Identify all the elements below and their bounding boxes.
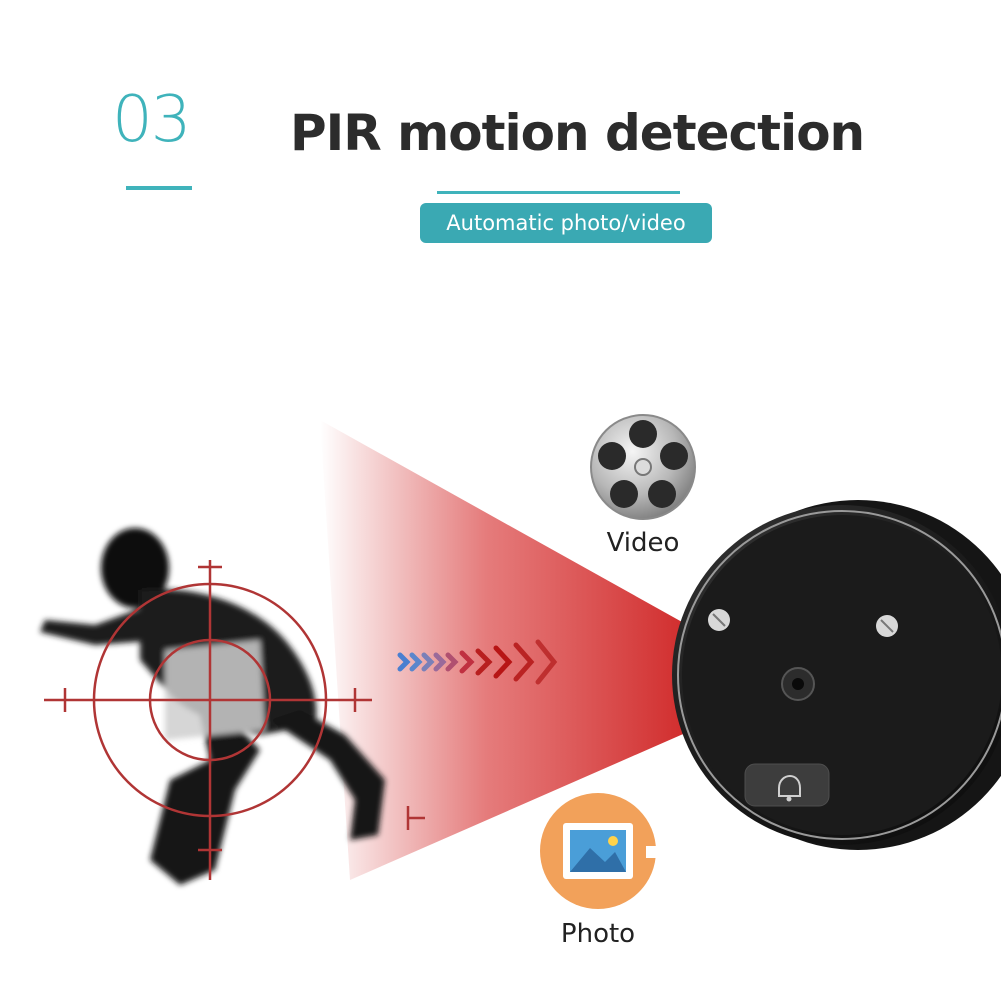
- pir-beam: [320, 420, 795, 880]
- title-underline: [437, 191, 680, 194]
- intruder-silhouette-icon: [40, 528, 385, 885]
- photo-label: Photo: [560, 919, 636, 949]
- bell-icon: [778, 774, 801, 797]
- doorbell-button: [744, 763, 830, 807]
- feature-number: 03: [112, 83, 191, 157]
- feature-number-underline: [126, 186, 192, 190]
- video-reel-icon: [590, 414, 696, 520]
- feature-title: PIR motion detection: [290, 104, 865, 162]
- motion-chevrons-icon: [397, 639, 558, 685]
- video-label: Video: [606, 528, 680, 558]
- photo-icon: [540, 793, 656, 909]
- door-viewer-device: [672, 500, 1001, 850]
- target-crosshair-icon: [44, 560, 425, 880]
- subtitle-badge: Automatic photo/video: [420, 203, 712, 243]
